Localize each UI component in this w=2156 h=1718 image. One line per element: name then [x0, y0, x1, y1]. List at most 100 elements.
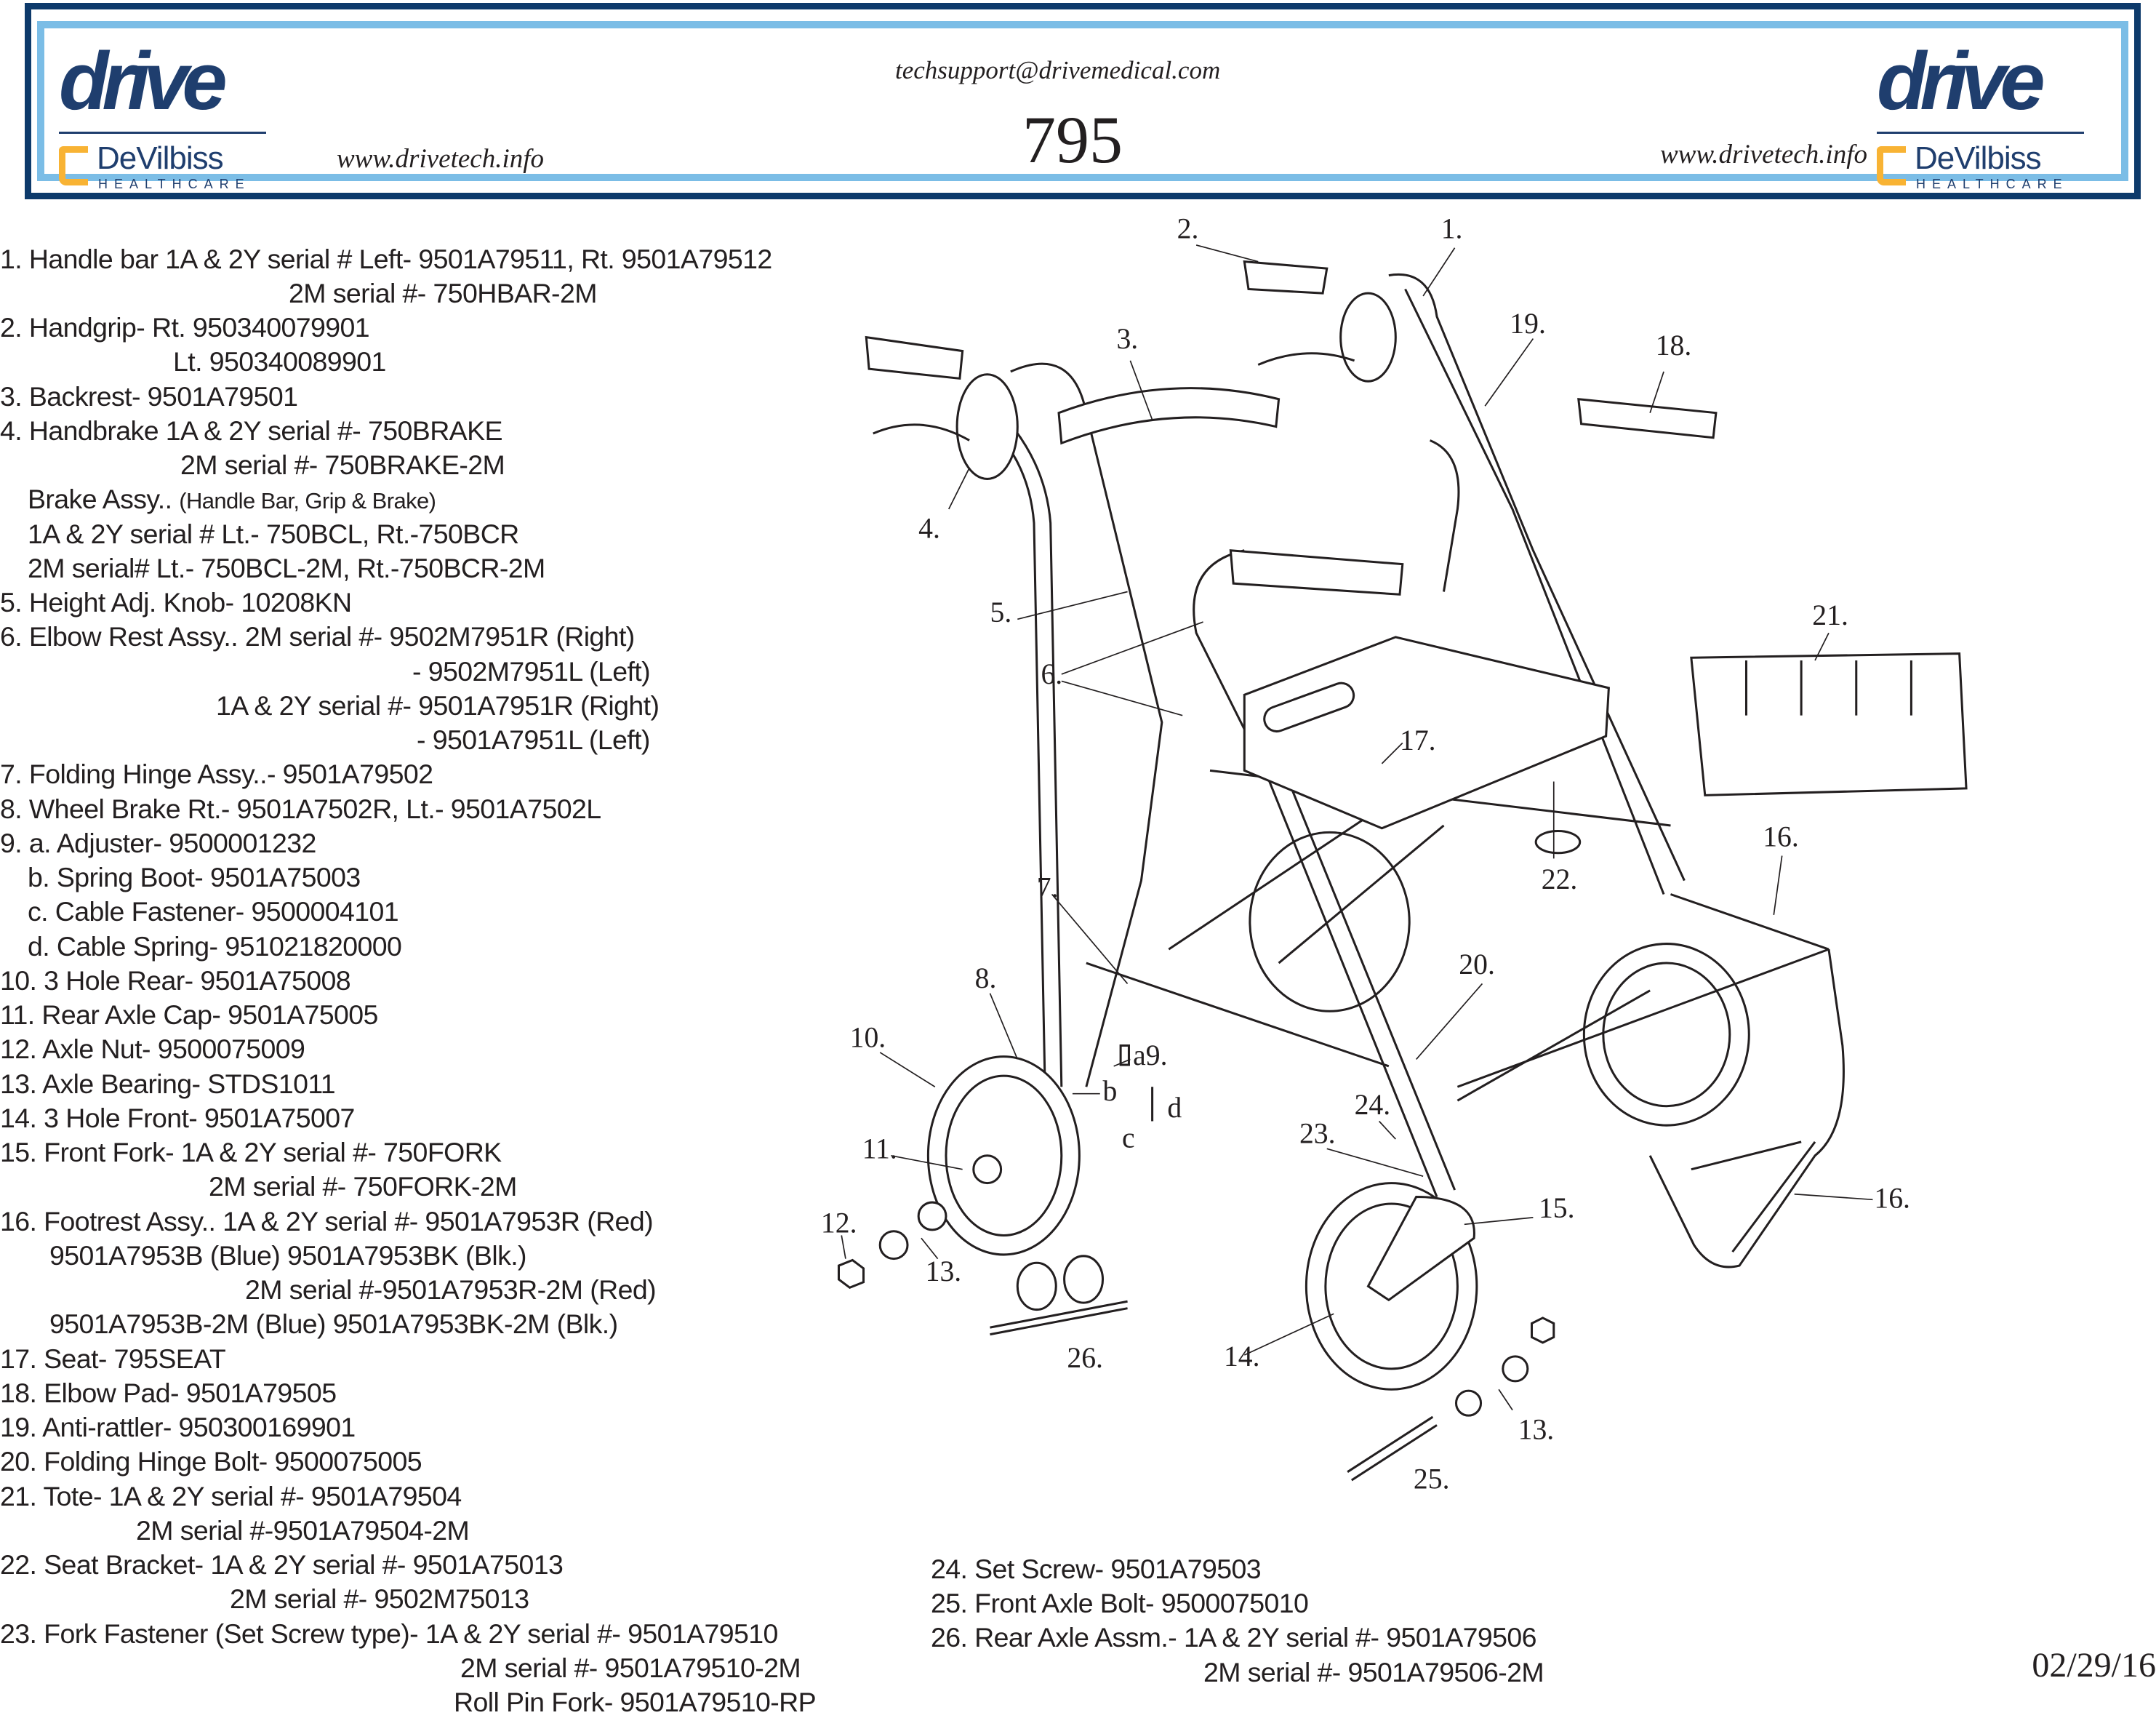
callout-17: 17. [1400, 724, 1436, 756]
callout-1: 1. [1441, 213, 1463, 245]
callout-21: 21. [1812, 599, 1848, 631]
axle-bearing [917, 1201, 947, 1231]
part-line: 6. Elbow Rest Assy.. 2M serial #- 9502M7… [0, 621, 635, 652]
devilbiss-icon [59, 146, 88, 185]
callout-14: 14. [1224, 1341, 1260, 1373]
logo-divider [1877, 132, 2084, 134]
support-email[interactable]: techsupport@drivemedical.com [895, 56, 1221, 84]
part-line: 12. Axle Nut- 9500075009 [0, 1034, 305, 1064]
drive-logo-text: drive [59, 36, 228, 127]
callout-6: 6. [1041, 658, 1062, 690]
part-line: 24. Set Screw- 9501A79503 [931, 1554, 1262, 1584]
callout-c: c [1122, 1122, 1135, 1154]
rear-axle-cap [1016, 1261, 1057, 1311]
part-line: 14. 3 Hole Front- 9501A75007 [0, 1103, 355, 1133]
rear-axle-cap [1063, 1255, 1105, 1304]
part-line: 26. Rear Axle Assm.- 1A & 2Y serial #- 9… [931, 1622, 1537, 1653]
axle-bearing [1454, 1389, 1483, 1417]
callout-15: 15. [1539, 1192, 1575, 1224]
part-line: 7. Folding Hinge Assy..- 9501A79502 [0, 759, 433, 789]
drive-logo-text: drive [1877, 36, 2045, 127]
part-line: 8. Wheel Brake Rt.- 9501A7502R, Lt.- 950… [0, 794, 601, 824]
part-line: 17. Seat- 795SEAT [0, 1343, 226, 1374]
callout-16: 16. [1763, 820, 1799, 852]
website-link-left[interactable]: www.drivetech.info [337, 144, 544, 174]
part-line: 25. Front Axle Bolt- 9500075010 [931, 1588, 1309, 1618]
header-banner: drive DeVilbiss HEALTHCARE www.drivetech… [25, 3, 2141, 199]
callout-23: 23. [1299, 1118, 1336, 1150]
part-line-text: Brake Assy.. [28, 484, 180, 514]
callout-26: 26. [1067, 1342, 1103, 1374]
website-link-right[interactable]: www.drivetech.info [1660, 140, 1867, 169]
callout-12: 12. [821, 1207, 857, 1239]
callout-a9: a9. [1133, 1039, 1167, 1071]
part-line: Lt. 950340089901 [173, 346, 386, 377]
part-line: 9. a. Adjuster- 9500001232 [0, 828, 316, 858]
part-line: 2M serial #- 9501A79510-2M [460, 1653, 801, 1683]
revision-date: 02/29/16 [2032, 1646, 2156, 1685]
seat-bracket [1534, 830, 1582, 855]
part-line: Roll Pin Fork- 9501A79510-RP [454, 1687, 817, 1717]
header-inner-frame: drive DeVilbiss HEALTHCARE www.drivetech… [37, 21, 2128, 191]
part-line: 2M serial #-9501A7953R-2M (Red) [245, 1274, 657, 1305]
logo-divider [59, 132, 266, 134]
part-line: 1A & 2Y serial # Lt.- 750BCL, Rt.-750BCR [28, 519, 519, 549]
part-line: d. Cable Spring- 951021820000 [28, 931, 402, 962]
model-number: 795 [1022, 103, 1123, 177]
axle-bearing [878, 1230, 909, 1260]
callout-16b: 16. [1874, 1183, 1910, 1215]
front-axle-bolt [1347, 1415, 1438, 1482]
backrest [1057, 387, 1281, 445]
part-line: 19. Anti-rattler- 950300169901 [0, 1412, 356, 1442]
callout-24: 24. [1355, 1089, 1391, 1121]
elbow-pad-left [1229, 549, 1404, 596]
part-line: 2M serial #- 9501A79506-2M [1203, 1657, 1544, 1687]
part-line: 2M serial #- 750FORK-2M [209, 1171, 517, 1202]
left-handgrip [865, 335, 964, 380]
part-line: 1A & 2Y serial #- 9501A7951R (Right) [216, 690, 660, 721]
part-line: 2M serial #- 750BRAKE-2M [180, 450, 505, 480]
part-line-note: (Handle Bar, Grip & Brake) [179, 488, 436, 514]
callout-19: 19. [1510, 308, 1546, 340]
part-line: 18. Elbow Pad- 9501A79505 [0, 1378, 337, 1408]
part-line: 3. Backrest- 9501A79501 [0, 381, 298, 412]
adjuster [1119, 1044, 1130, 1066]
axle-nut [1530, 1317, 1555, 1344]
footrest-bar [1670, 893, 1830, 951]
part-line: c. Cable Fastener- 9500004101 [28, 896, 399, 927]
callout-10: 10. [850, 1021, 886, 1053]
part-line: 2. Handgrip- Rt. 950340079901 [0, 312, 370, 343]
devilbiss-logo-text: DeVilbiss [97, 140, 224, 176]
callout-3: 3. [1116, 323, 1138, 355]
axle-bearing [1502, 1355, 1529, 1383]
elbow-pad-right [1577, 398, 1718, 439]
part-line: 23. Fork Fastener (Set Screw type)- 1A &… [0, 1618, 778, 1649]
callout-4: 4. [918, 513, 940, 545]
right-handbrake [1339, 292, 1397, 383]
healthcare-logo-text: HEALTHCARE [1916, 177, 2069, 191]
part-line: 20. Folding Hinge Bolt- 9500075005 [0, 1446, 422, 1477]
part-line: 9501A7953B (Blue) 9501A7953BK (Blk.) [49, 1240, 527, 1271]
callout-2: 2. [1177, 213, 1199, 245]
callout-d: d [1167, 1092, 1182, 1124]
part-line: 16. Footrest Assy.. 1A & 2Y serial #- 95… [0, 1206, 654, 1236]
part-line: - 9501A7951L (Left) [417, 724, 650, 755]
devilbiss-logo-text: DeVilbiss [1915, 140, 2042, 176]
callout-20: 20. [1459, 948, 1495, 980]
devilbiss-icon [1877, 146, 1906, 185]
part-line: 11. Rear Axle Cap- 9501A75005 [0, 999, 378, 1030]
drive-devilbiss-logo-left: drive DeVilbiss HEALTHCARE [59, 36, 270, 191]
callout-25: 25. [1414, 1463, 1450, 1495]
part-line: 10. 3 Hole Rear- 9501A75008 [0, 965, 351, 996]
part-line: 2M serial #-9501A79504-2M [136, 1515, 470, 1546]
part-line: 2M serial# Lt.- 750BCL-2M, Rt.-750BCR-2M [28, 553, 545, 583]
part-line: 4. Handbrake 1A & 2Y serial #- 750BRAKE [0, 415, 503, 446]
callout-7: 7. [1037, 871, 1059, 903]
callout-22: 22. [1542, 863, 1578, 895]
callout-5: 5. [990, 596, 1011, 628]
part-line: 1. Handle bar 1A & 2Y serial # Left- 950… [0, 244, 772, 274]
part-line: 15. Front Fork- 1A & 2Y serial #- 750FOR… [0, 1137, 502, 1167]
leader-lines [841, 244, 1873, 1411]
part-line: 13. Axle Bearing- STDS1011 [0, 1068, 336, 1099]
axle-nut [837, 1258, 865, 1290]
